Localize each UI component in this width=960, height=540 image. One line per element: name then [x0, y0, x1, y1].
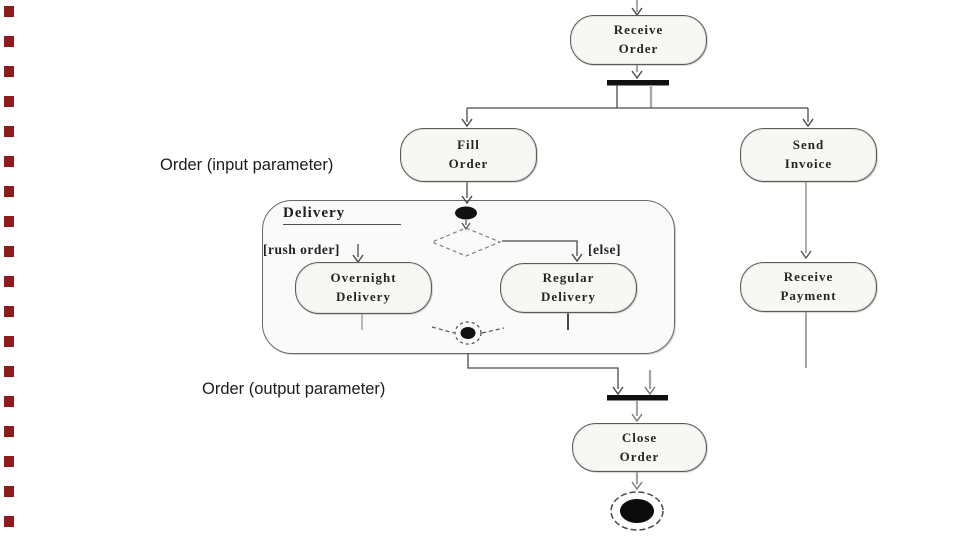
node-overnight-delivery: Overnight Delivery: [295, 262, 432, 314]
edge-send-invoice-to-receive-payment: [800, 181, 812, 260]
film-mark: [4, 516, 14, 527]
film-mark: [4, 96, 14, 107]
edge-delivery-to-join: [467, 353, 624, 396]
edge-join-to-close-order: [631, 401, 643, 423]
decision-diamond: [430, 227, 502, 257]
edge-start-to-receive-order: [631, 0, 643, 17]
film-strip-edge: [4, 6, 16, 540]
guard-else: [else]: [588, 242, 621, 257]
film-mark: [4, 186, 14, 197]
guard-rush-order: [rush order]: [263, 242, 340, 257]
film-mark: [4, 336, 14, 347]
edge-rush-order-branch: [352, 244, 364, 264]
edge-else-branch: [502, 240, 583, 263]
node-close-order: Close Order: [572, 423, 707, 472]
film-mark: [4, 306, 14, 317]
film-mark: [4, 126, 14, 137]
node-regular-delivery: Regular Delivery: [500, 263, 637, 313]
output-parameter-label: Order (output parameter): [202, 380, 386, 398]
film-mark: [4, 36, 14, 47]
film-mark: [4, 396, 14, 407]
edge-initial-to-decision: [461, 220, 471, 231]
edge-close-order-to-final: [631, 470, 643, 491]
edge-fill-order-to-delivery: [461, 181, 473, 205]
node-receive-order: Receive Order: [570, 15, 707, 65]
activity-final-node: [610, 491, 664, 531]
input-parameter-label: Order (input parameter): [160, 156, 334, 174]
fork-bar: [607, 80, 669, 86]
film-mark: [4, 486, 14, 497]
film-mark: [4, 426, 14, 437]
initial-node: [455, 206, 477, 220]
film-mark: [4, 6, 14, 17]
film-mark: [4, 246, 14, 257]
edge-deliveries-to-flow-final: [361, 311, 569, 334]
edge-fork-split: [461, 85, 814, 128]
join-bar: [607, 395, 668, 401]
node-fill-order: Fill Order: [400, 128, 537, 182]
flow-final-node: [454, 321, 482, 345]
film-mark: [4, 276, 14, 287]
film-mark: [4, 66, 14, 77]
node-send-invoice: Send Invoice: [740, 128, 877, 182]
film-mark: [4, 216, 14, 227]
edge-receive-order-to-fork: [631, 63, 643, 80]
film-mark: [4, 366, 14, 377]
delivery-region-title: Delivery: [283, 205, 401, 225]
node-receive-payment: Receive Payment: [740, 262, 877, 312]
edge-payment-to-join: [644, 370, 656, 396]
film-mark: [4, 456, 14, 467]
film-mark: [4, 156, 14, 167]
